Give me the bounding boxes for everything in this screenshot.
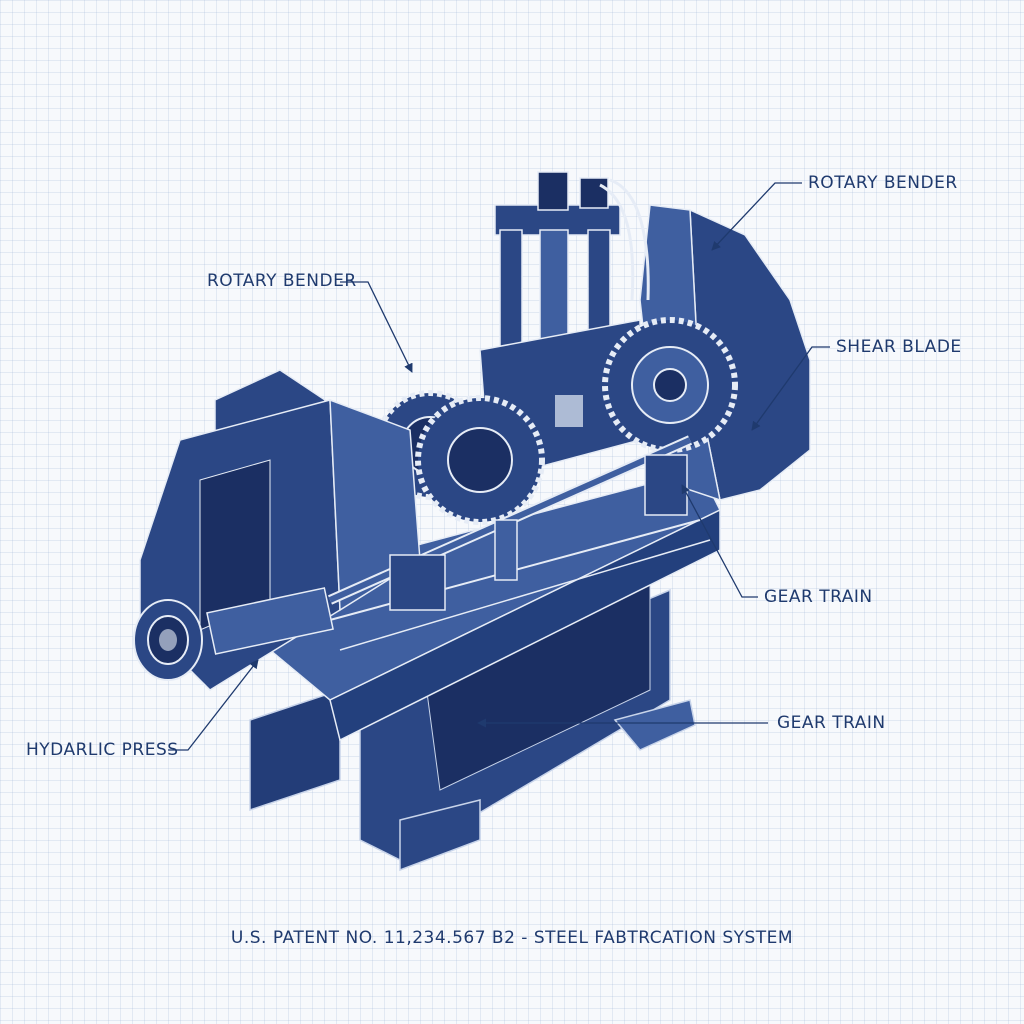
base-stand [249, 559, 696, 872]
rotary-bender-label-left: ROTARY BENDER [207, 271, 357, 291]
gear-train-label-lower: GEAR TRAIN [777, 713, 886, 733]
rotary-bender-label-right: ROTARY BENDER [808, 173, 958, 193]
leader-rotary-bender-left [340, 281, 413, 373]
leader-rotary-bender-right [711, 182, 802, 251]
leader-shear-blade [751, 346, 830, 431]
leader-gear-train-upper [681, 484, 758, 598]
machine-bed [208, 469, 722, 742]
slide-rails [327, 435, 693, 611]
leader-hydraulic-press [168, 659, 259, 751]
hydraulic-press-label: HYDARLIC PRESS [26, 740, 179, 760]
patent-caption: U.S. PATENT NO. 11,234.567 B2 - STEEL FA… [230, 928, 794, 948]
gear-train-label-upper: GEAR TRAIN [764, 587, 873, 607]
shear-blade-label: SHEAR BLADE [836, 337, 962, 357]
